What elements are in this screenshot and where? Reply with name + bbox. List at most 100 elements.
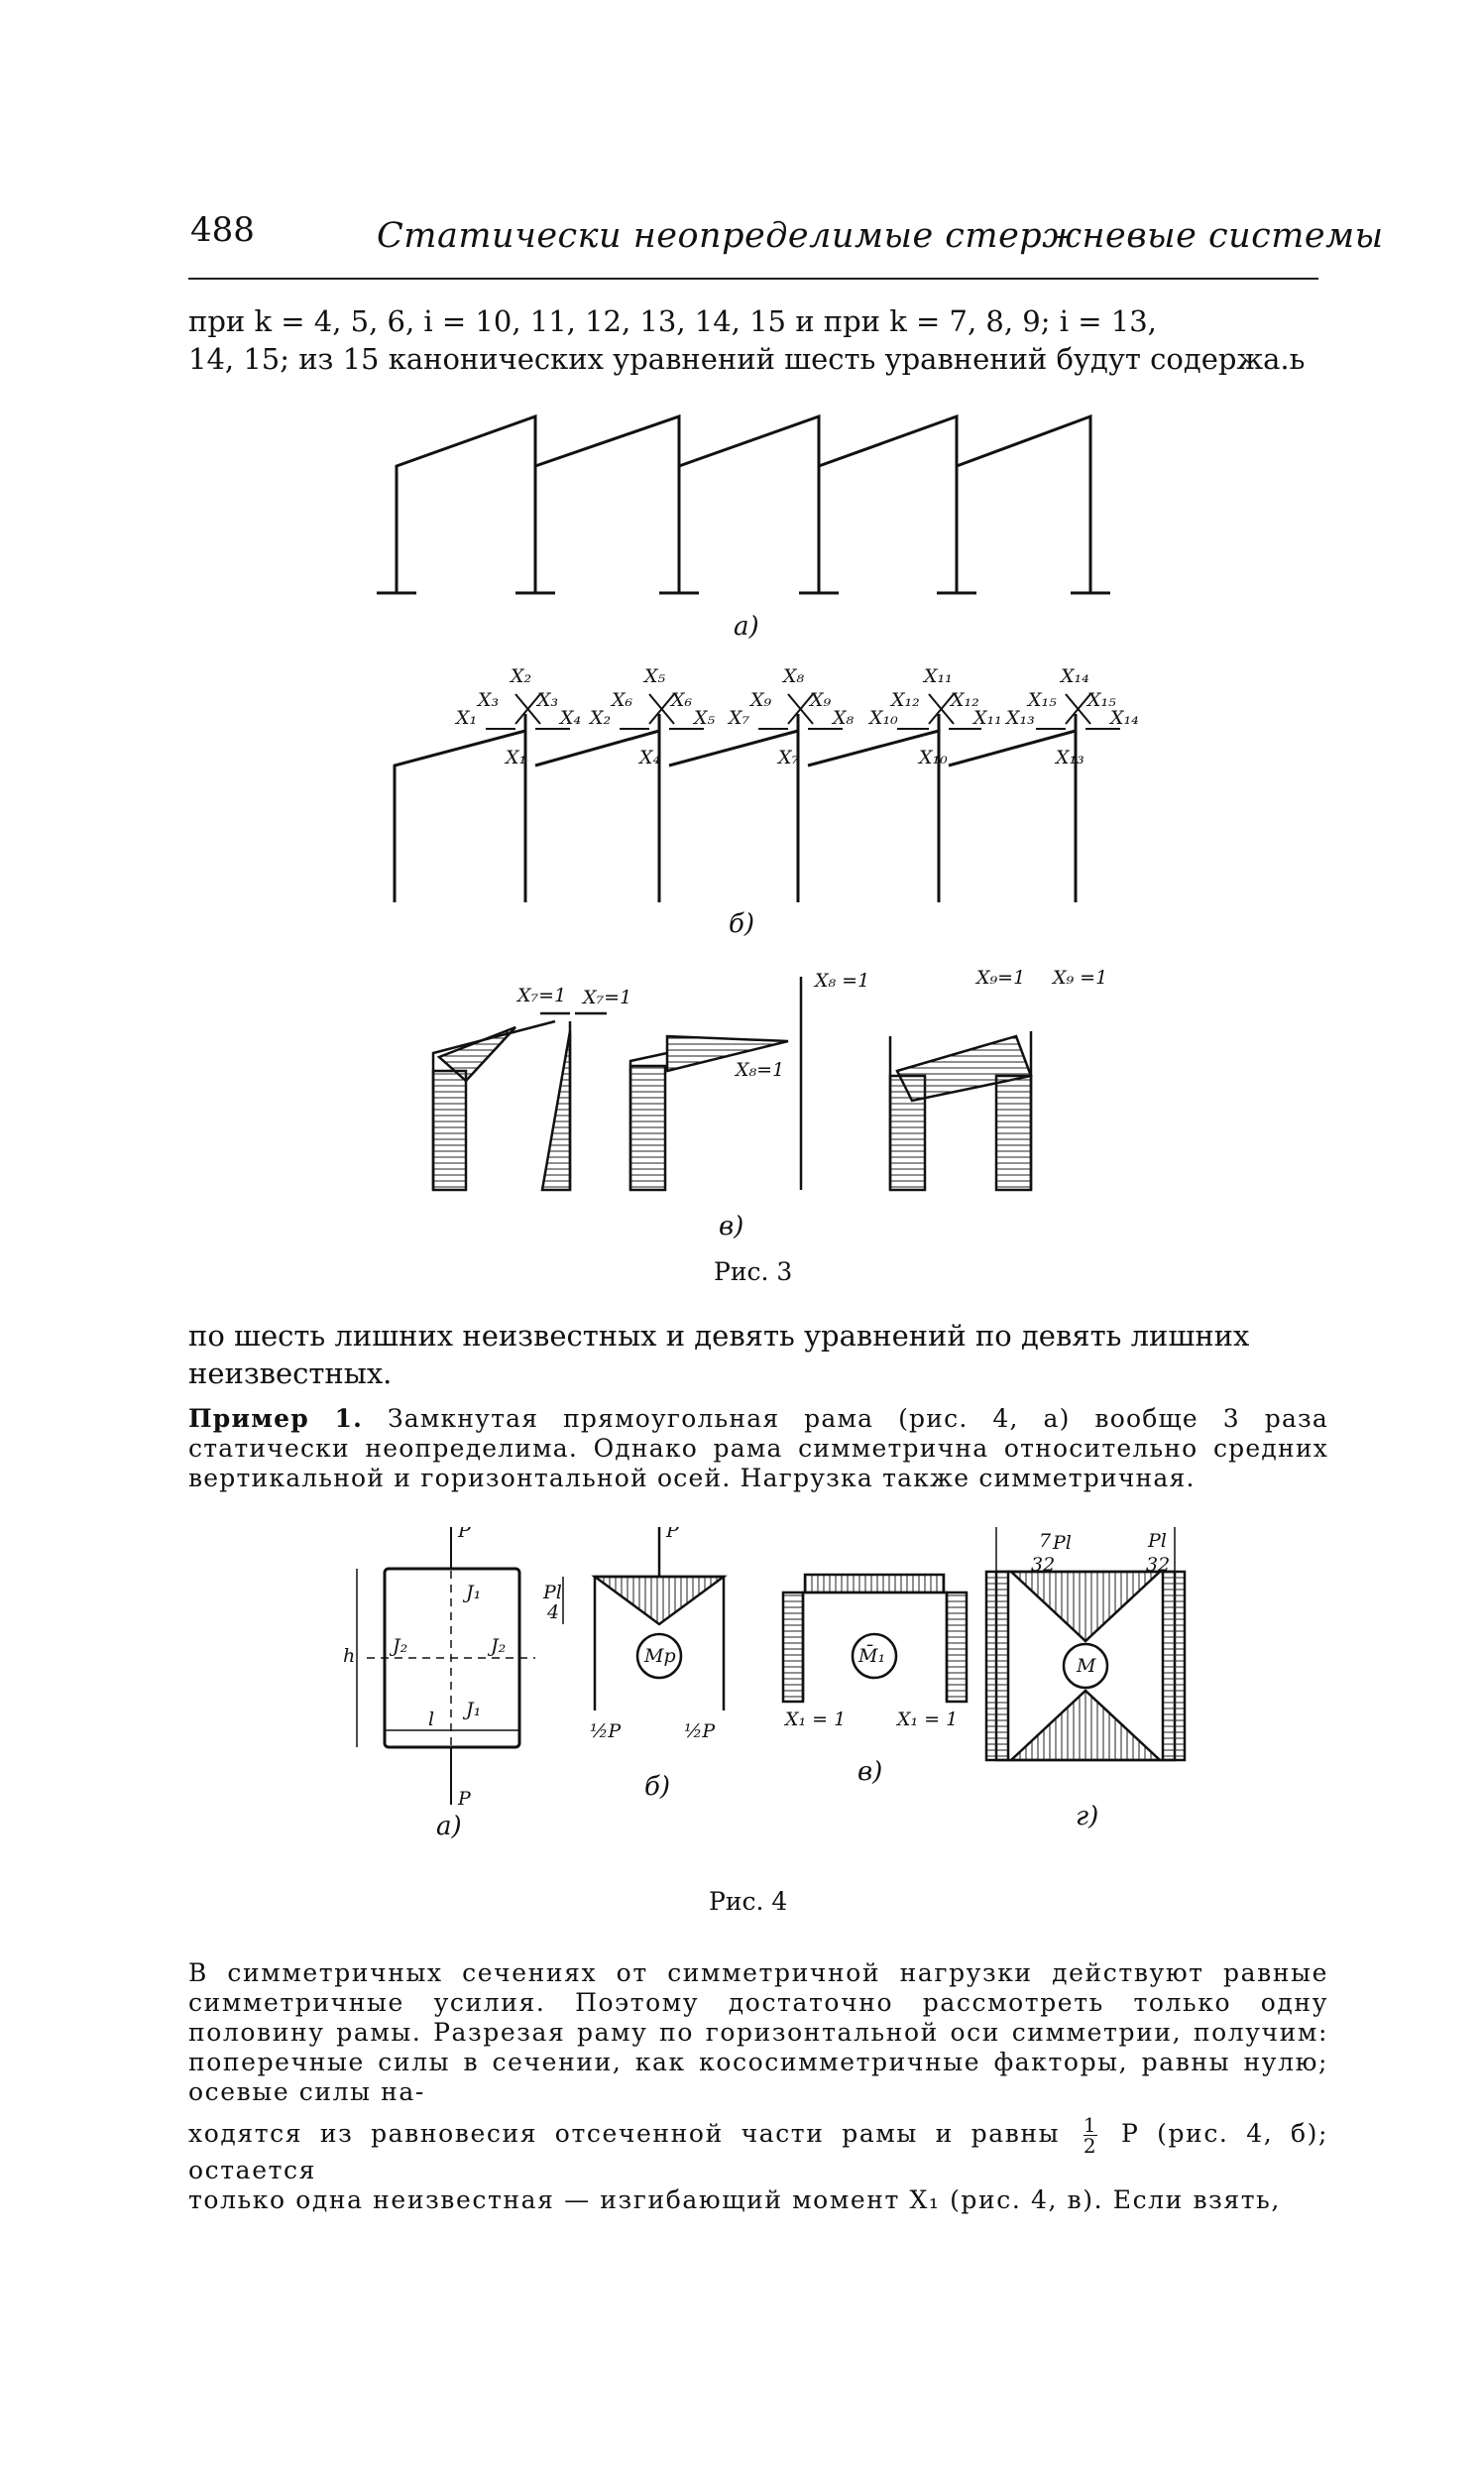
label-x9-a: X₉=1 <box>974 967 1025 989</box>
figure-4b <box>562 1527 728 1710</box>
unknown-label: X₉ <box>748 689 772 711</box>
label-m: M <box>1076 1655 1096 1677</box>
paragraph-3-line-fraction: ходятся из равновесия отсеченной части р… <box>188 2115 1328 2185</box>
paragraph-2-line-2: неизвестных. <box>188 1356 393 1390</box>
unknown-label: X₉ <box>808 689 832 711</box>
fraction-denominator: 2 <box>1083 2134 1098 2158</box>
unknown-label: X₁₂ <box>889 689 920 711</box>
diagram-2-beam-fill <box>665 1034 789 1073</box>
unknown-label: X₈ <box>781 665 805 687</box>
paragraph-3-part-a: В симметричных сечениях от симметричной … <box>188 1958 1328 2106</box>
unknown-label: X₁ <box>504 747 526 768</box>
figure-4a <box>356 1527 535 1805</box>
page-number: 488 <box>190 210 255 250</box>
label-d-left-pl: Pl <box>1052 1532 1072 1554</box>
label-d-right-den: 32 <box>1146 1554 1170 1576</box>
frame-a-bay-2 <box>534 413 681 593</box>
example-1-paragraph: Пример 1. Замкнутая прямоугольная рама (… <box>188 1404 1328 1493</box>
figure-4: P P J₁ J₁ J₂ J₂ h l а) P Pl 4 Mp ½P ½P б… <box>343 1527 1187 1841</box>
figure-3b-frame <box>393 693 1120 902</box>
paragraph-3-part-b1: ходятся из равновесия отсеченной части р… <box>188 2119 1061 2148</box>
label-x7-b: X₇=1 <box>581 987 631 1008</box>
paragraph-3-part-b2: P (рис. 4, б); остается <box>188 2119 1329 2184</box>
figure-3-caption: Рис. 3 <box>714 1257 793 1286</box>
unknown-label: X₁₀ <box>867 707 898 729</box>
unknown-label: X₁₁ <box>922 665 953 687</box>
paragraph-2-line-1: по шесть лишних неизвестных и девять ура… <box>188 1319 1250 1353</box>
label-m1: M̄₁ <box>857 1644 885 1667</box>
label-p-b: P <box>665 1527 680 1542</box>
figure-4-caption: Рис. 4 <box>709 1887 788 1916</box>
label-h: h <box>343 1645 355 1667</box>
diagram-2-column-fill <box>628 1064 667 1192</box>
paragraph-2: по шесть лишних неизвестных и девять ура… <box>188 1317 1328 1392</box>
unknown-label: X₄ <box>558 707 581 729</box>
paragraph-1: при k = 4, 5, 6, i = 10, 11, 12, 13, 14,… <box>188 302 1328 378</box>
header-rule <box>188 278 1318 280</box>
paragraph-1-line-1: при k = 4, 5, 6, i = 10, 11, 12, 13, 14,… <box>188 304 1157 338</box>
unknown-label: X₅ <box>692 707 716 729</box>
label-j1-top: J₁ <box>462 1582 481 1603</box>
label-x8-mid: X₈=1 <box>734 1059 784 1081</box>
unknown-label: X₄ <box>637 747 660 768</box>
figure-4b-label: б) <box>644 1772 670 1802</box>
label-mp: Mp <box>643 1645 676 1667</box>
diagram-1-beam-fill <box>436 1025 516 1083</box>
unknown-label: X₁₅ <box>1026 689 1057 711</box>
fraction-one-half: 1 2 <box>1083 2113 1098 2158</box>
paragraph-3: В симметричных сечениях от симметричной … <box>188 1958 1328 2215</box>
figure-3a-frame <box>377 413 1110 595</box>
paragraph-1-line-2: 14, 15; из 15 канонических уравнений шес… <box>188 342 1306 376</box>
figure-3b-label: б) <box>729 909 754 939</box>
unknown-label: X₁₃ <box>1054 747 1084 768</box>
label-pl4-num: Pl <box>542 1582 562 1603</box>
figure-4a-label: а) <box>436 1812 462 1841</box>
paragraph-3-part-c: только одна неизвестная — изгибающий мом… <box>188 2185 1281 2214</box>
unknown-label: X₁₂ <box>949 689 979 711</box>
unknown-label: X₃ <box>476 689 499 711</box>
unknown-label: X₂ <box>509 665 531 687</box>
unknown-label: X₇ <box>776 747 800 768</box>
label-p-top: P <box>457 1527 472 1542</box>
unknown-label: X₁ <box>454 707 477 729</box>
label-d-left-den: 32 <box>1031 1554 1055 1576</box>
frame-a-bay-1 <box>395 413 537 593</box>
label-x9-b: X₉ =1 <box>1051 967 1107 989</box>
frame-a-bay-5 <box>956 413 1092 593</box>
running-title: Статически неопределимые стержневые сист… <box>377 216 1384 256</box>
unknown-label: X₁₅ <box>1085 689 1116 711</box>
unknown-label: X₅ <box>642 665 666 687</box>
unknown-label: X₃ <box>535 689 558 711</box>
unknown-label: X₁₀ <box>917 747 948 768</box>
label-x1-right: X₁ = 1 <box>895 1709 958 1730</box>
fraction-numerator: 1 <box>1083 2113 1098 2137</box>
frame-a-bay-4 <box>818 413 959 593</box>
diagram-1-column-fill <box>431 1069 468 1192</box>
example-1-body: Замкнутая прямоугольная рама (рис. 4, а)… <box>188 1404 1328 1492</box>
label-pl4-den: 4 <box>546 1601 559 1623</box>
unknown-label: X₁₃ <box>1004 707 1035 729</box>
label-j2-right: J₂ <box>487 1635 506 1657</box>
label-half-p-left: ½P <box>590 1720 622 1742</box>
unknown-label: X₇ <box>727 707 750 729</box>
label-d-right-num: Pl <box>1147 1530 1167 1552</box>
label-p-bottom: P <box>457 1788 472 1810</box>
figure-4c-label: в) <box>857 1757 882 1787</box>
unknown-label: X₁₁ <box>971 707 1002 729</box>
label-half-p-right: ½P <box>684 1720 716 1742</box>
frame-a-bay-3 <box>678 413 821 593</box>
figure-4c <box>781 1573 969 1704</box>
figure-3a-label: а) <box>734 612 759 642</box>
label-x8-top: X₈ =1 <box>813 970 869 992</box>
figure-3c-diagrams <box>431 977 1033 1192</box>
example-1-lead: Пример 1. <box>188 1404 364 1433</box>
figure-4d-label: г) <box>1076 1802 1098 1831</box>
label-j1-bottom: J₁ <box>462 1699 481 1720</box>
diagram-1-column-2-fill <box>540 1030 572 1192</box>
label-d-left-num: 7 <box>1039 1530 1052 1552</box>
figure-3c-label: в) <box>719 1212 743 1241</box>
unknown-label: X₆ <box>669 689 693 711</box>
unknown-label: X₁₄ <box>1059 665 1089 687</box>
